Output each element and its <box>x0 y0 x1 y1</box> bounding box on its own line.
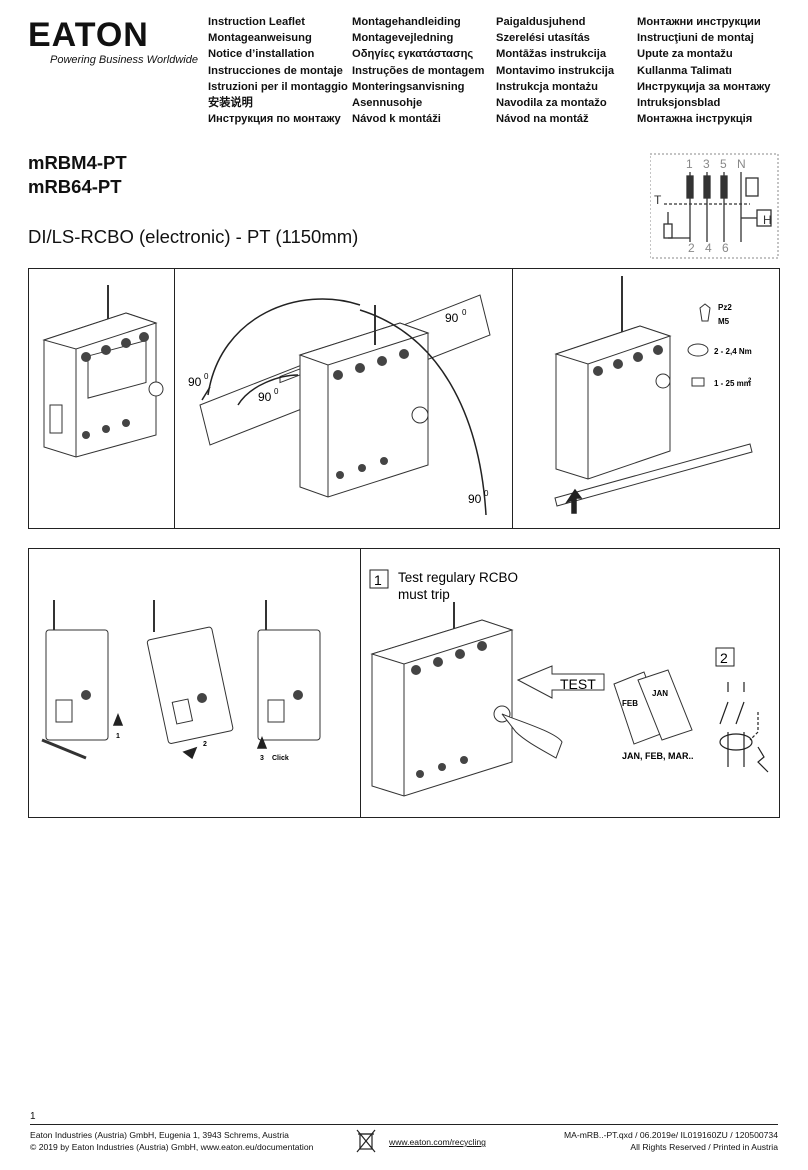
calendar-page-label: JAN <box>652 689 668 698</box>
removal-step-number: 2 <box>203 741 207 748</box>
footer-left: Eaton Industries (Austria) GmbH, Eugenia… <box>30 1129 313 1153</box>
recycling-link[interactable]: www.eaton.com/recycling <box>389 1137 486 1147</box>
panel-divider <box>174 268 175 529</box>
document-reference: MA-mRB..-PT.qxd / 06.2019e/ IL019160ZU /… <box>563 1130 778 1140</box>
eaton-logo: EATON Powering Business Worldwide <box>28 16 198 66</box>
step-1-number: 1 <box>374 572 382 588</box>
footer-right: MA-mRB..-PT.qxd / 06.2019e/ IL019160ZU /… <box>564 1129 778 1153</box>
language-title: Instrucciones de montaje <box>208 64 343 77</box>
screw-spec: M5 <box>718 317 730 326</box>
language-title: Navodila za montažo <box>496 96 607 109</box>
panel-divider <box>360 548 361 818</box>
h-label: H <box>763 213 772 227</box>
terminal-label: 1 <box>686 157 693 171</box>
language-title: Návod k montáži <box>352 113 441 126</box>
torque-spec: 2 - 2,4 Nm <box>714 347 752 356</box>
language-title: Instrukcja montażu <box>496 80 598 93</box>
language-title: Instrucţiuni de montaj <box>637 32 754 45</box>
degree-symbol: 0 <box>484 489 489 498</box>
language-title: Szerelési utasítás <box>496 32 590 45</box>
terminal-label: N <box>737 157 746 171</box>
step-2-box <box>715 647 735 667</box>
language-title: Instruction Leaflet <box>208 16 305 28</box>
language-title: Инструкция по монтажу <box>208 113 341 126</box>
rotation-angle-label: 90 <box>188 375 202 389</box>
circuit-schematic: 1 3 5 N 2 4 6 T H <box>650 153 779 259</box>
step-1-box <box>369 569 389 589</box>
language-title: Montageanweisung <box>208 32 312 45</box>
language-title: Монтажни инструкции <box>637 16 761 28</box>
screwdriver-spec: Pz2 <box>718 303 732 312</box>
device-removal-illustration: 1 2 3 Click <box>41 600 321 762</box>
cable-spec-superscript: 2 <box>748 378 752 384</box>
language-title: Montagevejledning <box>352 32 454 45</box>
degree-symbol: 0 <box>462 308 467 317</box>
language-title: Upute za montažu <box>637 48 733 61</box>
test-button-label: T <box>654 193 662 207</box>
test-instruction-line-1: Test regulary RCBO <box>398 570 518 585</box>
product-subtitle: DI/LS-RCBO (electronic) - PT (1150mm) <box>28 226 359 247</box>
language-title: Instruções de montagem <box>352 64 485 77</box>
mounting-instructions-panel <box>28 268 780 529</box>
terminal-label: 5 <box>720 157 727 171</box>
language-title: Montavimo instrukcija <box>496 64 615 77</box>
copyright-notice: © 2019 by Eaton Industries (Austria) Gmb… <box>30 1142 314 1152</box>
removal-step-number: 1 <box>116 733 120 740</box>
language-title: Инструкција за монтажу <box>637 80 771 93</box>
din-rail-mounting-illustration: 90 0 90 0 90 0 90 0 <box>188 294 491 516</box>
language-title: Kullanma Talimatı <box>637 64 732 77</box>
page-number: 1 <box>30 1111 36 1122</box>
calendar-page-label: FEB <box>622 699 638 708</box>
product-model-2: mRB64-PT <box>28 176 122 197</box>
language-title: Montāžas instrukcija <box>496 48 607 61</box>
language-title: Монтажна інструкція <box>637 113 753 126</box>
click-label: Click <box>272 755 289 762</box>
language-title: Οδηγίες εγκατάστασης <box>352 48 474 61</box>
weee-bin-icon <box>356 1129 376 1153</box>
language-title: Montagehandleiding <box>352 16 461 28</box>
language-column-4: Монтажни инструкции Instrucţiuni de mont… <box>637 14 771 127</box>
company-address: Eaton Industries (Austria) GmbH, Eugenia… <box>30 1130 289 1140</box>
step-2-number: 2 <box>720 650 728 666</box>
logo-wordmark: EATON <box>28 16 149 54</box>
terminal-label: 3 <box>703 157 710 171</box>
schematic-outline <box>650 153 779 259</box>
rotation-angle-label: 90 <box>468 492 482 506</box>
rcbo-device-illustration <box>42 285 164 458</box>
language-column-2: Montagehandleiding Montagevejledning Οδη… <box>352 14 484 127</box>
panel-divider <box>512 268 513 529</box>
language-title: Paigaldusjuhend <box>496 16 586 28</box>
removal-step-number: 3 <box>260 755 264 762</box>
language-title: Intruksjonsblad <box>637 96 721 109</box>
test-button-label: TEST <box>560 676 596 692</box>
terminal-label: 4 <box>705 241 712 255</box>
language-title: Notice d’installation <box>208 48 315 61</box>
rotation-angle-label: 90 <box>258 390 272 404</box>
product-model-1: mRBM4-PT <box>28 152 127 173</box>
test-instruction-line-2: must trip <box>398 587 450 602</box>
terminal-label: 6 <box>722 241 729 255</box>
degree-symbol: 0 <box>274 387 279 396</box>
language-title: Asennusohje <box>352 96 423 109</box>
wiring-illustration: Pz2 M5 2 - 2,4 Nm 1 - 25 mm 2 <box>554 276 753 514</box>
degree-symbol: 0 <box>204 372 209 381</box>
language-column-3: Paigaldusjuhend Szerelési utasítás Montā… <box>496 14 614 127</box>
language-title: Istruzioni per il montaggio <box>208 80 348 93</box>
language-title: 安装说明 <box>208 96 253 109</box>
logo-tagline: Powering Business Worldwide <box>50 54 198 66</box>
calendar-months-label: JAN, FEB, MAR.. <box>622 751 694 761</box>
rcbo-test-illustration: 1 Test regulary RCBO must trip TEST FEB … <box>369 569 769 797</box>
terminal-label: 2 <box>688 241 695 255</box>
language-title: Návod na montáž <box>496 113 589 126</box>
test-instructions-panel <box>28 548 780 818</box>
footer-divider <box>30 1124 778 1125</box>
rotation-angle-label: 90 <box>445 311 459 325</box>
language-column-1: Instruction Leaflet Montageanweisung Not… <box>208 14 348 127</box>
rights-notice: All Rights Reserved / Printed in Austria <box>630 1142 778 1152</box>
language-title: Monteringsanvisning <box>352 80 465 93</box>
cable-spec: 1 - 25 mm <box>714 379 751 388</box>
